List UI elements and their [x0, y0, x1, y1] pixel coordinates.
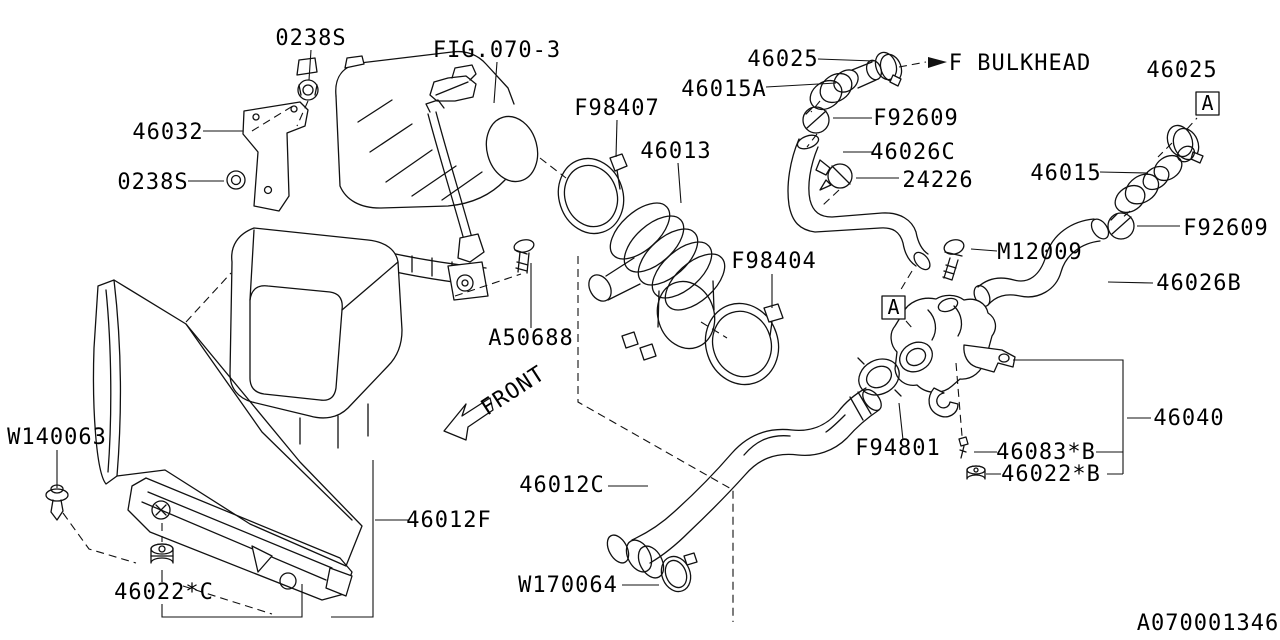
label-m12009: M12009: [997, 240, 1082, 265]
cushion-46022c-shape: [150, 543, 174, 564]
clamp-f98407-shape: [557, 153, 628, 235]
label-a50688: A50688: [488, 326, 573, 351]
label-46013: 46013: [640, 139, 711, 164]
clamp-f92609-left-shape: [802, 106, 830, 134]
label-w170064: W170064: [518, 573, 618, 598]
label-0238s-left: 0238S: [117, 170, 188, 195]
air-cleaner-assembly-shape: [229, 50, 539, 449]
label-46022c: 46022*C: [114, 580, 214, 605]
bulkhead-arrow-icon: [928, 57, 947, 68]
label-f98407: F98407: [574, 96, 659, 121]
hose-46026c-shape: [787, 134, 931, 271]
label-46015: 46015: [1030, 161, 1101, 186]
label-46012f: 46012F: [406, 508, 491, 533]
label-46015a: 46015A: [681, 77, 766, 102]
gasket-f94801-shape: [857, 357, 902, 397]
section-marker-a-right-label: A: [1201, 91, 1213, 115]
section-marker-a-right: A: [1195, 91, 1220, 116]
label-46032: 46032: [132, 120, 203, 145]
label-46022b: 46022*B: [1001, 462, 1101, 487]
bolt-a50688-shape: [513, 239, 535, 274]
label-f92609-left: F92609: [873, 106, 958, 131]
valve-46040-shape: [890, 294, 1016, 418]
duct-46012c-shape: [606, 387, 882, 579]
hose-46026b-shape: [973, 218, 1110, 308]
connector-46025-right-shape: [1166, 124, 1204, 164]
label-fig-070-3: FIG.070-3: [433, 38, 561, 63]
boot-46013-shape: [588, 202, 726, 361]
label-46083b: 46083*B: [996, 440, 1096, 465]
front-direction-arrow: [443, 397, 494, 441]
duct-46012f-shape: [92, 279, 363, 601]
label-46025-left: 46025: [747, 47, 818, 72]
bracket-46032-shape: [242, 101, 309, 212]
label-f94801: F94801: [855, 436, 940, 461]
dashed-construction-lines: [62, 61, 1198, 622]
clamp-f98404-shape: [704, 302, 784, 386]
label-46040: 46040: [1153, 406, 1224, 431]
label-drawing-number: A070001346: [1137, 611, 1279, 636]
label-46026b: 46026B: [1156, 271, 1241, 296]
label-46025-right: 46025: [1146, 58, 1217, 83]
bolt-46083b-shape: [958, 436, 969, 459]
part-labels: 0238S FIG.070-3 46032 0238S F98407 46013…: [7, 26, 1279, 636]
section-marker-a-middle-label: A: [887, 295, 899, 319]
bolt-m12009-shape: [942, 239, 965, 281]
label-w140063: W140063: [7, 425, 107, 450]
fitting-46015-shape: [1114, 145, 1196, 214]
clamp-24226-shape: [815, 159, 853, 191]
connector-46025-left-shape: [874, 51, 903, 87]
nut-0238s-top-shape: [297, 79, 319, 101]
label-f-bulkhead: F BULKHEAD: [949, 51, 1091, 76]
section-marker-a-middle: A: [881, 295, 906, 320]
clamp-w170064-shape: [660, 552, 698, 593]
cushion-46022b-shape: [966, 465, 986, 480]
label-24226: 24226: [902, 168, 973, 193]
label-front: FRONT: [477, 361, 550, 421]
label-f92609-right: F92609: [1183, 216, 1268, 241]
label-46012c: 46012C: [519, 473, 604, 498]
nut-0238s-left-shape: [226, 170, 246, 190]
label-f98404: F98404: [731, 249, 816, 274]
label-46026c: 46026C: [870, 140, 955, 165]
label-0238s-top: 0238S: [275, 26, 346, 51]
clamp-f92609-right-shape: [1107, 212, 1135, 240]
leader-lines: [56, 49, 1180, 618]
